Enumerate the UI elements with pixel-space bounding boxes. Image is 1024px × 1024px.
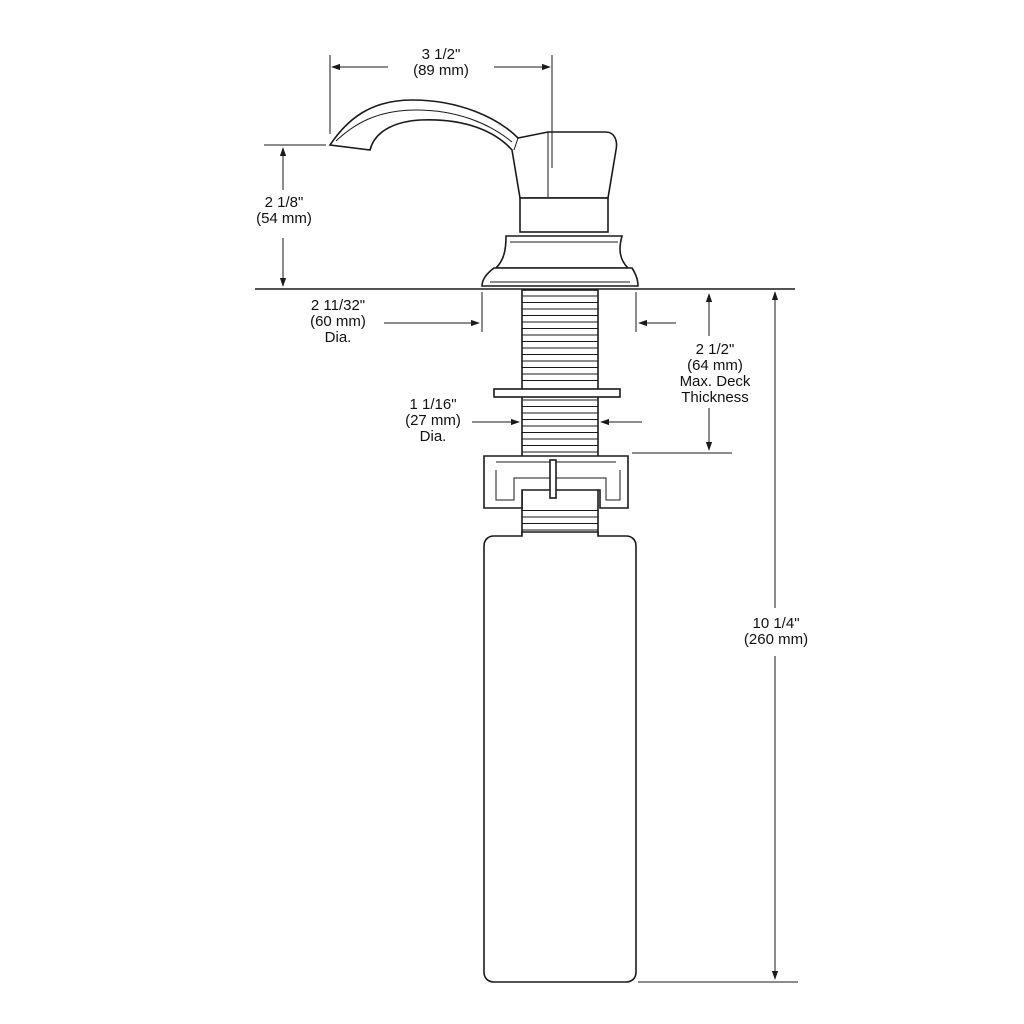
mounting-nut [483,455,629,509]
shank-diameter-note: Dia. [419,428,447,445]
threaded-shank [521,289,599,541]
below-deck-length-label: 10 1/4" (260 mm) [726,616,826,648]
flange-diameter-dimension [384,292,676,332]
height-label: 2 1/8" (54 mm) [238,195,330,227]
flange-diameter-label: 2 11/32" (60 mm) Dia. [292,298,384,346]
spout-length-metric: (89 mm) [413,62,469,79]
flange-diameter-note: Dia. [324,329,352,346]
below-deck-length-metric: (260 mm) [743,631,809,648]
dispenser-head [328,99,618,199]
flange-diameter-metric: (60 mm) [310,313,366,330]
deck-thickness-label: 2 1/2" (64 mm) Max. Deck Thickness [659,342,771,406]
shank-diameter-label: 1 1/16" (27 mm) Dia. [388,397,478,445]
deck-thickness-dimension [632,293,732,454]
shank-diameter-imperial: 1 1/16" [409,396,457,413]
spout-length-imperial: 3 1/2" [421,46,461,63]
spout-length-label: 3 1/2" (89 mm) [391,47,491,79]
height-metric: (54 mm) [256,210,312,227]
deck-thickness-note-1: Max. Deck [679,373,751,390]
deck-thickness-metric: (64 mm) [687,357,743,374]
spout-length-dimension [329,55,553,168]
deck-thickness-note-2: Thickness [681,389,749,406]
height-dimension [264,144,326,287]
below-deck-length-imperial: 10 1/4" [752,615,800,632]
soap-bottle [483,531,637,983]
flange-diameter-imperial: 2 11/32" [310,297,366,314]
below-deck-length-dimension [638,291,798,983]
height-imperial: 2 1/8" [264,194,304,211]
shank-diameter-metric: (27 mm) [405,412,461,429]
dispenser-collar [481,197,639,287]
deck-thickness-imperial: 2 1/2" [695,341,735,358]
mounting-washer [493,388,621,398]
